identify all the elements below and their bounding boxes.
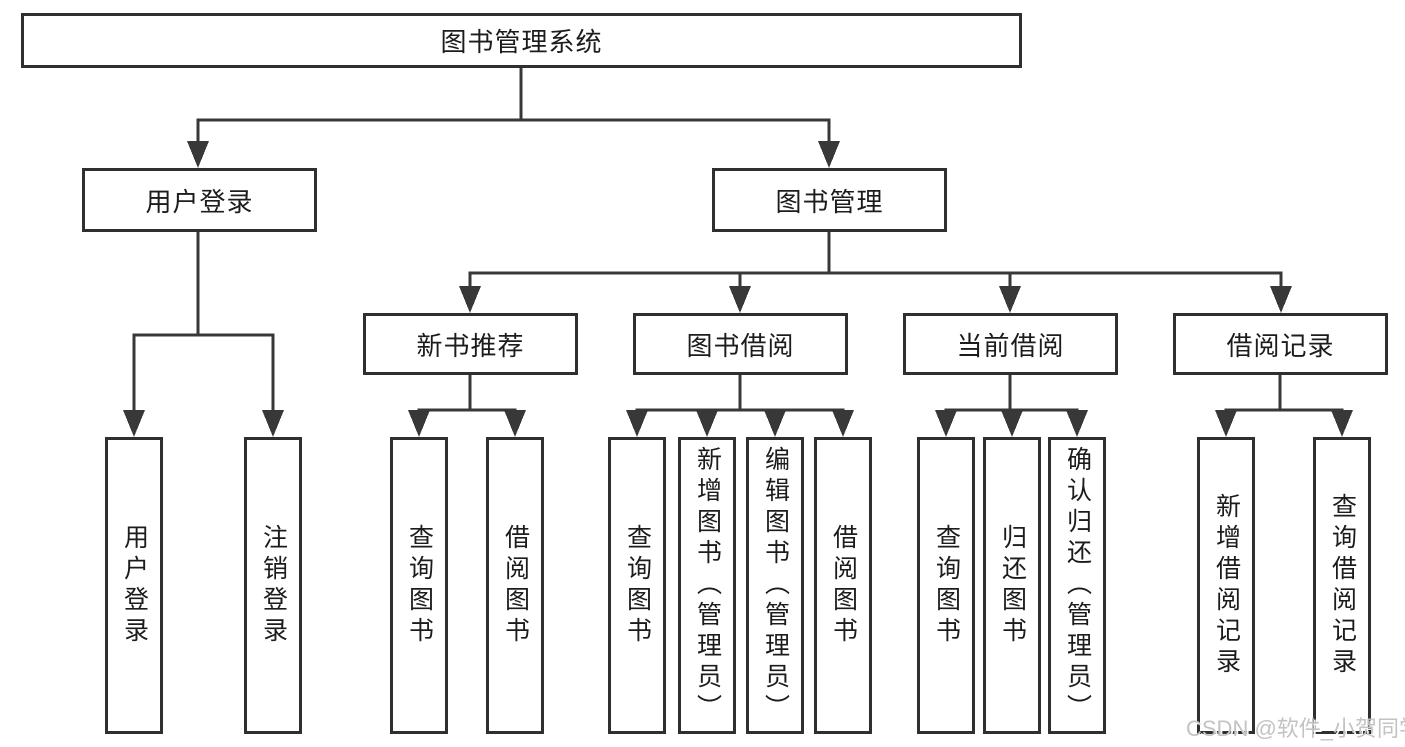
- arrow-down-icon: [832, 410, 854, 437]
- leaf-label: 编辑图书（管理员）: [761, 446, 790, 725]
- node-borrowing-records: 借阅记录: [1173, 313, 1388, 375]
- arrow-down-icon: [1331, 410, 1353, 437]
- arrow-down-icon: [935, 410, 957, 437]
- leaf-query-books-1: 查询图书: [390, 437, 448, 734]
- node-book-management: 图书管理: [712, 168, 947, 232]
- leaf-query-books-3: 查询图书: [917, 437, 975, 734]
- leaf-query-books-2: 查询图书: [608, 437, 666, 734]
- leaf-query-borrow-record: 查询借阅记录: [1313, 437, 1371, 734]
- leaf-user-login: 用户登录: [105, 437, 163, 734]
- arrow-down-icon: [1066, 410, 1088, 437]
- arrow-down-icon: [1270, 286, 1292, 313]
- leaf-label: 查询图书: [405, 523, 434, 648]
- leaf-edit-books-admin: 编辑图书（管理员）: [746, 437, 804, 734]
- node-current-borrowing: 当前借阅: [903, 313, 1118, 375]
- leaf-add-books-admin: 新增图书（管理员）: [678, 437, 736, 734]
- leaf-label: 用户登录: [120, 523, 149, 648]
- leaf-label: 查询图书: [623, 523, 652, 648]
- arrow-down-icon: [729, 286, 751, 313]
- leaf-label: 查询图书: [932, 523, 961, 648]
- leaf-borrow-books-2: 借阅图书: [814, 437, 872, 734]
- arrow-down-icon: [764, 410, 786, 437]
- leaf-label: 查询借阅记录: [1328, 492, 1357, 679]
- leaf-add-borrow-record: 新增借阅记录: [1197, 437, 1255, 734]
- node-book-borrowing: 图书借阅: [633, 313, 848, 375]
- watermark: CSDN @软件_小贺同学: [1186, 716, 1405, 741]
- leaf-label: 借阅图书: [829, 523, 858, 648]
- leaf-return-books: 归还图书: [983, 437, 1041, 734]
- leaf-confirm-return-admin: 确认归还（管理员）: [1048, 437, 1106, 734]
- arrow-down-icon: [187, 141, 209, 168]
- arrow-down-icon: [504, 410, 526, 437]
- leaf-label: 确认归还（管理员）: [1063, 446, 1092, 725]
- arrow-down-icon: [999, 286, 1021, 313]
- leaf-label: 借阅图书: [501, 523, 530, 648]
- leaf-label: 注销登录: [259, 523, 288, 648]
- arrow-down-icon: [262, 410, 284, 437]
- arrow-down-icon: [408, 410, 430, 437]
- leaf-borrow-books-1: 借阅图书: [486, 437, 544, 734]
- arrow-down-icon: [1215, 410, 1237, 437]
- leaf-label: 新增图书（管理员）: [693, 446, 722, 725]
- node-user-login: 用户登录: [82, 168, 317, 232]
- arrow-down-icon: [459, 286, 481, 313]
- leaf-logout: 注销登录: [244, 437, 302, 734]
- arrow-down-icon: [696, 410, 718, 437]
- node-new-book-recommend: 新书推荐: [363, 313, 578, 375]
- leaf-label: 新增借阅记录: [1212, 492, 1241, 679]
- arrow-down-icon: [1001, 410, 1023, 437]
- arrow-down-icon: [123, 410, 145, 437]
- arrow-down-icon: [626, 410, 648, 437]
- arrow-down-icon: [818, 141, 840, 168]
- leaf-label: 归还图书: [998, 523, 1027, 648]
- node-library-system: 图书管理系统: [21, 13, 1022, 68]
